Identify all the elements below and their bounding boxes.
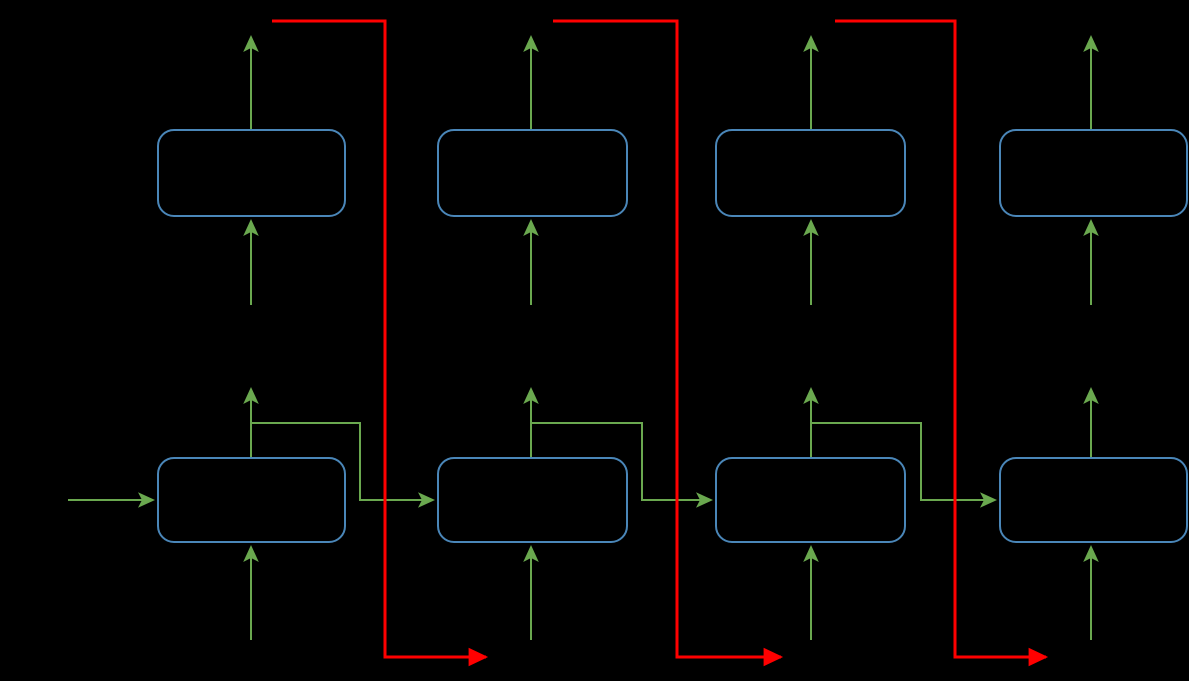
node-bottom-4[interactable] [999,457,1188,543]
node-bottom-1[interactable] [157,457,346,543]
node-top-1-box[interactable] [157,129,346,217]
edge-bottom-3-into-bottom-4 [811,422,997,508]
node-bottom-1-box[interactable] [157,457,346,543]
edge-feedback-1 [272,19,489,667]
node-bottom-3[interactable] [715,457,906,543]
edge-bottom-1-into-bottom-2 [251,422,435,508]
node-top-4[interactable] [999,129,1188,217]
node-bottom-4-box[interactable] [999,457,1188,543]
node-bottom-3-box[interactable] [715,457,906,543]
edge-feedback-3 [835,19,1049,667]
node-bottom-2[interactable] [437,457,628,543]
node-top-3-box[interactable] [715,129,906,217]
feedback-flow-edges [272,19,1049,667]
node-top-2[interactable] [437,129,628,217]
forward-flow-edges [68,35,1099,640]
node-bottom-2-box[interactable] [437,457,628,543]
node-top-1[interactable] [157,129,346,217]
node-top-3[interactable] [715,129,906,217]
node-top-4-box[interactable] [999,129,1188,217]
node-top-2-box[interactable] [437,129,628,217]
edge-feedback-2 [553,19,784,667]
node-boxes [157,129,1188,543]
